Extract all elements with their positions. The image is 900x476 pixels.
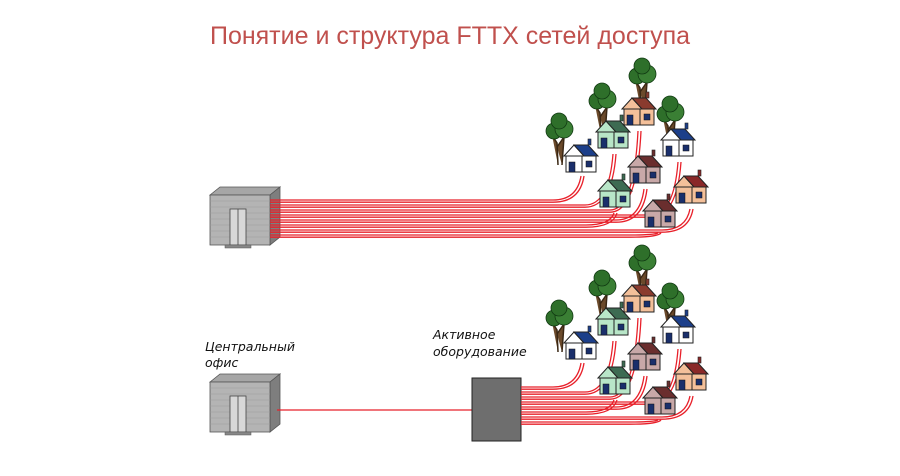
active-equipment-cabinet	[471, 377, 522, 442]
top-section	[209, 57, 710, 249]
fiber-bundle-top	[270, 130, 694, 238]
house-icon	[596, 173, 634, 208]
fiber-line	[521, 375, 648, 410]
central-office-building-bottom	[209, 373, 281, 436]
fiber-line	[521, 395, 691, 418]
house-icon	[596, 360, 634, 395]
fiber-line	[521, 362, 582, 388]
house-icon	[626, 336, 664, 371]
house-icon	[641, 380, 679, 415]
house-icon	[659, 122, 697, 157]
houses-cluster-top	[545, 57, 710, 228]
active-equipment-label-line1: Активное	[432, 327, 496, 342]
fiber-line	[270, 208, 691, 231]
house-icon	[672, 356, 710, 391]
house-icon	[620, 278, 658, 313]
fiber-line	[270, 175, 585, 203]
fiber-line	[521, 399, 618, 415]
central-office-label-line1: Центральный	[205, 339, 295, 354]
fiber-line	[521, 375, 645, 408]
house-icon	[626, 149, 664, 184]
fiber-line	[270, 212, 618, 228]
fiber-line	[270, 232, 662, 238]
house-icon	[641, 193, 679, 228]
fiber-line	[270, 208, 694, 233]
house-icon	[672, 169, 710, 204]
house-icon	[594, 114, 632, 149]
houses-cluster-bottom	[545, 244, 710, 415]
page-title: Понятие и структура FTTX сетей доступа	[209, 22, 691, 50]
house-icon	[562, 325, 600, 360]
fiber-line	[270, 212, 615, 226]
fiber-line	[270, 188, 645, 221]
bottom-section: Центральный офис Активное оборудование	[205, 244, 710, 442]
active-equipment-label-line2: оборудование	[433, 344, 527, 359]
fiber-line	[270, 232, 659, 236]
fiber-line	[521, 399, 615, 413]
central-office-label-line2: офис	[205, 355, 238, 370]
fiber-line	[521, 419, 659, 423]
house-icon	[594, 301, 632, 336]
fiber-line	[270, 153, 617, 208]
house-icon	[562, 138, 600, 173]
fiber-line	[270, 188, 648, 223]
fiber-line	[270, 175, 582, 201]
house-icon	[659, 309, 697, 344]
fiber-line	[521, 419, 662, 425]
house-icon	[620, 91, 658, 126]
fiber-line	[521, 362, 585, 390]
central-office-building-top	[209, 186, 281, 249]
fiber-line	[521, 395, 694, 420]
